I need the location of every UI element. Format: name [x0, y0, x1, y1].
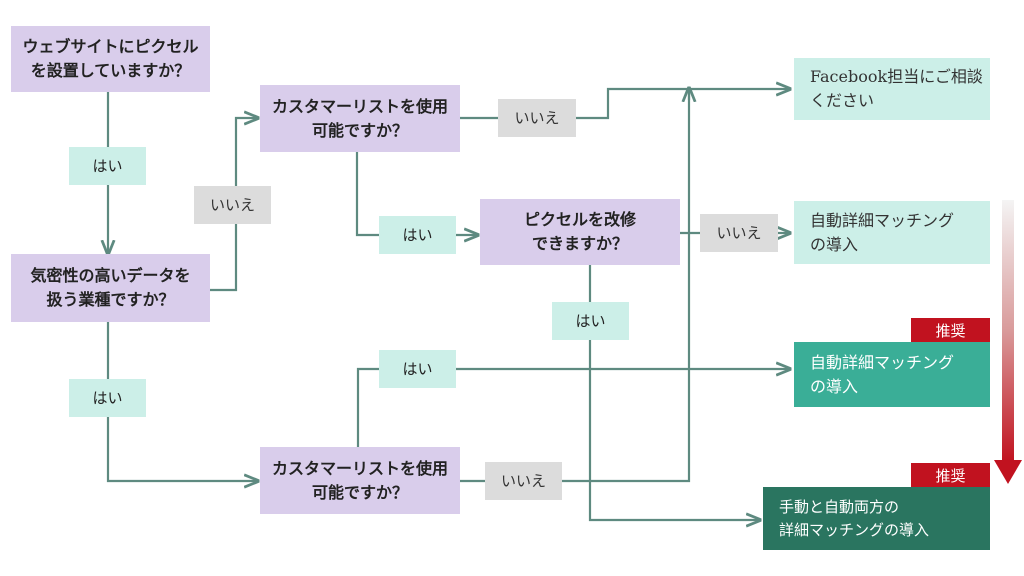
connector-q2-clist-bottom	[106, 322, 258, 481]
yes-label-q2: はい	[69, 379, 146, 417]
no-label-clist-bottom: いいえ	[485, 462, 562, 500]
yes-label-q1: はい	[69, 147, 146, 185]
no-label-clist-top: いいえ	[498, 99, 576, 137]
no-label-q2: いいえ	[194, 186, 271, 224]
yes-label-pixel: はい	[552, 302, 629, 340]
recommended-badge-1: 推奨	[911, 318, 990, 342]
result-auto-matching-a: 自動詳細マッチング の導入	[794, 201, 990, 264]
question-pixel-modifiable: ピクセルを改修 できますか？	[480, 199, 680, 265]
yes-label-clist-top: はい	[379, 216, 456, 254]
recommended-badge-2: 推奨	[911, 463, 990, 487]
no-label-pixel: いいえ	[700, 214, 778, 252]
connector-clist-bottom-contact	[460, 88, 691, 483]
result-auto-matching-recommended: 自動詳細マッチング の導入	[794, 342, 990, 407]
question-sensitive-data: 気密性の高いデータを 扱う業種ですか？	[11, 254, 210, 322]
connector-pixel-manual	[588, 265, 760, 520]
yes-label-clist-bottom: はい	[379, 350, 456, 388]
connector-clist-bottom-auto	[356, 369, 790, 447]
question-pixel-installed: ウェブサイトにピクセル を設置していますか？	[11, 26, 210, 92]
question-customer-list-top: カスタマーリストを使用 可能ですか？	[260, 85, 460, 152]
question-customer-list-bottom: カスタマーリストを使用 可能ですか？	[260, 447, 460, 514]
arrow-down-icon	[994, 200, 1022, 484]
result-manual-and-auto-matching: 手動と自動両方の 詳細マッチングの導入	[763, 487, 990, 550]
result-contact-facebook: Facebook担当にご相談 ください	[794, 58, 990, 120]
